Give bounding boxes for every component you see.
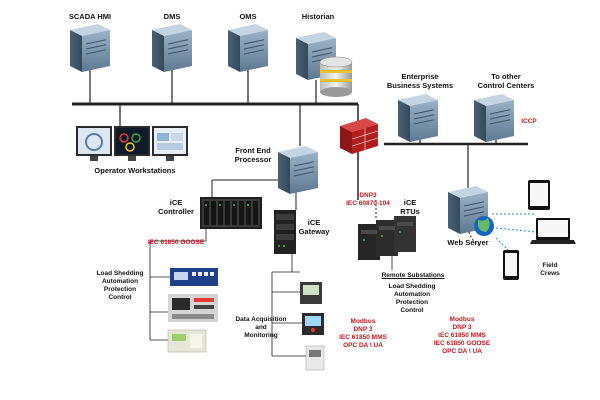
laptop-icon — [530, 218, 576, 244]
iec-goose-label: IEC 61850 GOOSE — [147, 239, 205, 246]
protocol-left-4: OPC DA \ UA — [343, 342, 383, 349]
operator-workstations-icon — [76, 126, 188, 161]
wireless-links — [492, 213, 537, 253]
ice-gateway-line-2: Gateway — [298, 227, 330, 236]
load-left-line-4: Control — [108, 294, 132, 301]
tablet-icon — [528, 180, 550, 210]
data-acq-line-2: and — [255, 324, 267, 331]
load-left-line-1: Load Shedding — [96, 270, 144, 277]
ice-controller-line-2: Controller — [158, 207, 194, 216]
load-right-line-3: Protection — [395, 299, 429, 306]
power-meter-3-icon — [305, 345, 325, 371]
dms-label: DMS — [163, 12, 181, 21]
power-meter-2-icon — [302, 313, 324, 335]
other-control-centers-label: To other Control Centers — [468, 72, 544, 90]
ice-rtus-label: iCE RTUs — [390, 198, 430, 216]
control-center-server-icon — [473, 93, 515, 143]
scada-server-icon — [69, 23, 111, 73]
database-icon — [319, 56, 353, 97]
iccp-label: ICCP — [521, 118, 537, 125]
load-shedding-left-label: Load Shedding Automation Protection Cont… — [92, 270, 148, 302]
data-acq-line-3: Monitoring — [244, 332, 278, 339]
ice-gateway-line-1: iCE — [307, 218, 321, 227]
remote-substations-label: Remote Substations — [381, 272, 445, 279]
field-crews-line-2: Crews — [540, 270, 560, 277]
field-crews-line-1: Field — [542, 262, 558, 269]
enterprise-line-2: Business Systems — [386, 81, 454, 90]
load-right-line-1: Load Shedding — [388, 283, 436, 290]
ice-controller-line-1: iCE — [169, 198, 183, 207]
data-acq-line-1: Data Acquisition — [235, 316, 287, 323]
controller-device-icon — [167, 329, 207, 353]
load-left-line-2: Automation — [101, 278, 139, 285]
front-end-processor-label: Front End Processor — [228, 146, 278, 164]
protection-relay-icon — [168, 294, 218, 322]
dnp3-line-1: DNP3 — [359, 192, 377, 199]
load-left-line-3: Protection — [103, 286, 137, 293]
firewall-icon — [340, 118, 379, 154]
load-right-line-4: Control — [400, 307, 424, 314]
ice-rtus-line-2: RTUs — [400, 207, 420, 216]
dms-server-icon — [151, 23, 193, 73]
protocol-right-3: IEC 61850 MMS — [438, 332, 486, 339]
power-meter-icon — [300, 282, 322, 304]
enterprise-server-icon — [397, 93, 439, 143]
protocols-right-label: Modbus DNP 3 IEC 61850 MMS IEC 61850 GOO… — [424, 316, 500, 356]
front-end-line-2: Processor — [234, 155, 272, 164]
ice-rtus-icon — [358, 216, 416, 260]
oms-label: OMS — [239, 12, 257, 21]
dnp3-line-2: IEC 60870-104 — [346, 200, 390, 207]
front-end-line-1: Front End — [235, 146, 271, 155]
protocol-left-3: IEC 61850 MMS — [339, 334, 387, 341]
protocol-right-1: Modbus — [449, 316, 475, 323]
protocol-right-4: IEC 61850 GOOSE — [433, 340, 491, 347]
protocol-left-2: DNP 3 — [353, 326, 373, 333]
ice-controller-label: iCE Controller — [154, 198, 198, 216]
oms-server-icon — [227, 23, 269, 73]
dnp3-protocol-label: DNP3 IEC 60870-104 — [336, 192, 400, 208]
ice-controller-icon — [200, 197, 262, 229]
phone-icon — [503, 250, 519, 280]
globe-icon — [474, 216, 494, 236]
enterprise-line-1: Enterprise — [401, 72, 439, 81]
protocols-left-label: Modbus DNP 3 IEC 61850 MMS OPC DA \ UA — [328, 318, 398, 350]
load-right-line-2: Automation — [393, 291, 431, 298]
protocol-right-2: DNP 3 — [452, 324, 472, 331]
historian-label: Historian — [301, 12, 335, 21]
ice-gateway-label: iCE Gateway — [294, 218, 334, 236]
field-crews-label: Field Crews — [534, 262, 566, 278]
scada-hmi-label: SCADA HMI — [68, 12, 112, 21]
other-centers-line-2: Control Centers — [477, 81, 535, 90]
enterprise-label: Enterprise Business Systems — [378, 72, 462, 90]
load-shedding-right-label: Load Shedding Automation Protection Cont… — [382, 283, 442, 315]
relay-device-icon — [170, 268, 218, 286]
protocol-right-5: OPC DA \ UA — [442, 348, 482, 355]
other-centers-line-1: To other — [491, 72, 521, 81]
ice-gateway-icon — [274, 210, 296, 254]
web-server-label: Web Server — [447, 238, 489, 247]
front-end-processor-icon — [277, 145, 319, 195]
operator-workstations-label: Operator Workstations — [94, 166, 176, 175]
data-acquisition-label: Data Acquisition and Monitoring — [228, 316, 294, 340]
ice-rtus-line-1: iCE — [403, 198, 417, 207]
protocol-left-1: Modbus — [350, 318, 376, 325]
